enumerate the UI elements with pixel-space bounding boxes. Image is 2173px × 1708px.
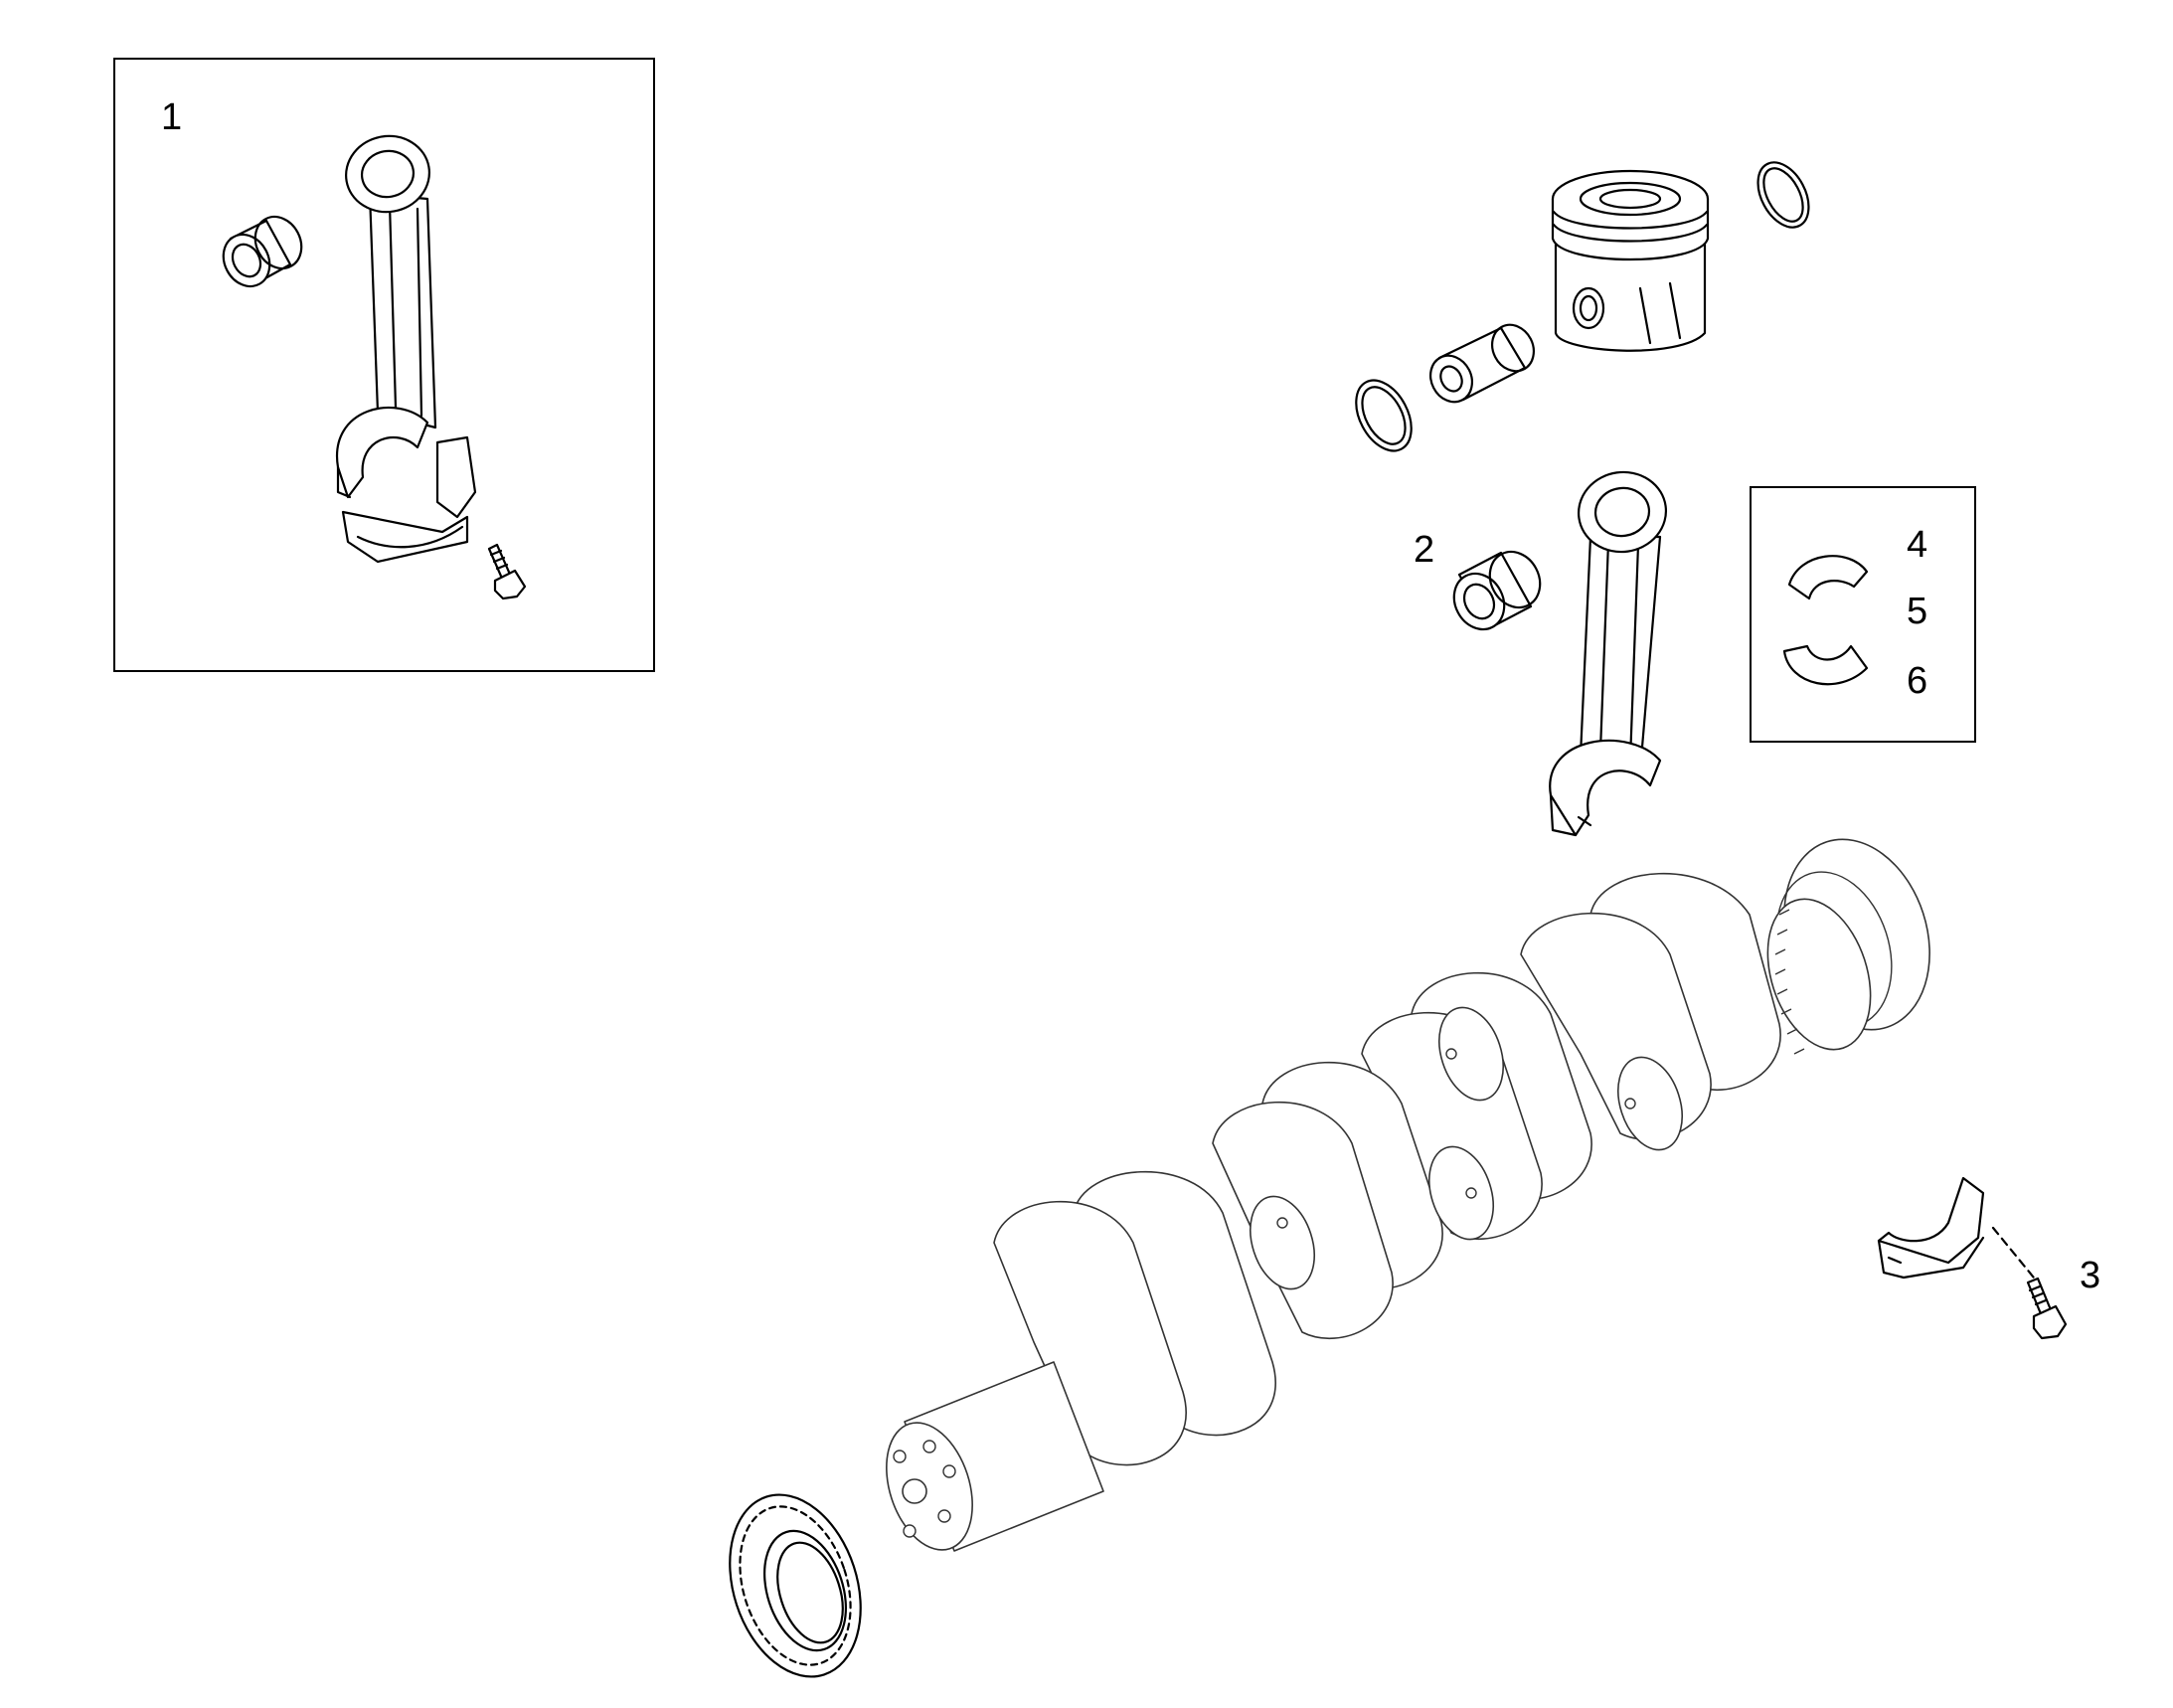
connecting-rod-bushing: [1452, 550, 1542, 631]
bearing-shells-box: 4 5 6: [1750, 486, 1976, 743]
callout-2: 2: [1414, 529, 1434, 571]
callout-4: 4: [1907, 524, 1927, 566]
bearing-frame: [1750, 486, 1976, 743]
callout-6: 6: [1907, 660, 1927, 702]
kit-bushing: [222, 215, 303, 288]
cap-bolt: [2026, 1277, 2068, 1340]
circlip-right: [1756, 161, 1810, 229]
callout-5: 5: [1907, 591, 1927, 632]
callout-1: 1: [161, 96, 182, 138]
kit-frame: [113, 58, 655, 672]
kit-cap-bolt: [487, 543, 527, 600]
crankshaft: [886, 838, 1930, 1552]
piston: [1551, 169, 1710, 352]
kit-connecting-rod: [335, 134, 477, 564]
upper-bearing-shell: [1787, 555, 1869, 600]
lower-bearing-shell: [1782, 644, 1869, 686]
piston-pin: [1429, 323, 1535, 404]
crankshaft-gear: [729, 1493, 862, 1678]
callout-3: 3: [2080, 1255, 2100, 1296]
connecting-rod-kit-box: 1: [113, 58, 655, 672]
connecting-rod: [1549, 470, 1668, 837]
main-bearing-cap: [1877, 1176, 2040, 1284]
circlip-left: [1355, 379, 1413, 452]
